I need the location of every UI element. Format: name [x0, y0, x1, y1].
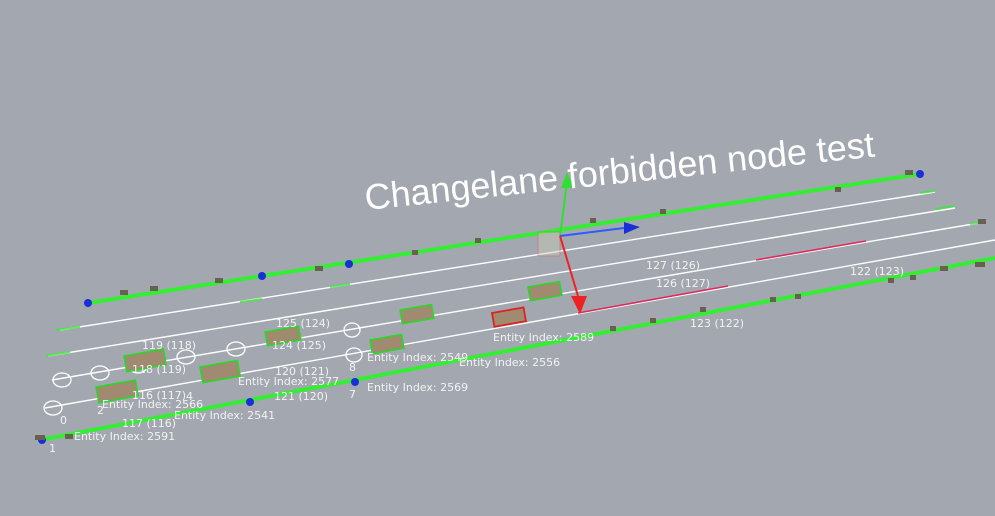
lane-label: 120 (121): [275, 365, 329, 378]
lane-markers: [45, 190, 986, 357]
entity-label: Entity Index: 2549: [367, 351, 468, 364]
entity-label: Entity Index: 2566: [102, 398, 203, 411]
y-axis-arrow-head[interactable]: [561, 172, 574, 188]
entity-label: Entity Index: 2589: [493, 331, 594, 344]
lane-label: 119 (118): [142, 339, 196, 352]
pedestrians: [35, 170, 986, 440]
entity-label: Entity Index: 2569: [367, 381, 468, 394]
lane-label: 122 (123): [850, 265, 904, 278]
lane-white-1: [59, 191, 936, 331]
vehicle-2569[interactable]: [369, 333, 405, 355]
vehicle-2556[interactable]: [490, 306, 527, 328]
node-number: 8: [349, 361, 356, 374]
entity-label: Entity Index: 2541: [174, 409, 275, 422]
lane-label: 124 (125): [272, 339, 326, 352]
lane-green-top: [87, 172, 921, 305]
gizmo-center-box[interactable]: [537, 231, 561, 257]
lane-label: 123 (122): [690, 317, 744, 330]
node-numbers: 8 7 4 2 1 0: [49, 361, 356, 455]
lane-label: 118 (119): [132, 363, 186, 376]
lane-green-bottom: [39, 256, 995, 442]
lane-label: 127 (126): [646, 259, 700, 272]
node-circles: [43, 322, 363, 416]
x-axis-arrow[interactable]: [559, 227, 625, 237]
scene-title: Changelane forbidden node test: [363, 124, 877, 218]
lane-labels: 127 (126) 126 (127) 122 (123) 123 (122) …: [122, 259, 904, 430]
vehicles[interactable]: [95, 280, 563, 404]
entity-label: Entity Index: 2591: [74, 430, 175, 443]
vehicle-2566[interactable]: [123, 348, 168, 373]
lane-white-3: [51, 221, 986, 381]
z-axis-arrow-head[interactable]: [571, 296, 587, 314]
vehicle-2549[interactable]: [399, 303, 435, 325]
lane-white-2: [47, 207, 956, 357]
vehicle-2591[interactable]: [95, 379, 140, 404]
node-number: 4: [186, 390, 193, 403]
lane-label: 125 (124): [276, 317, 330, 330]
z-axis-arrow[interactable]: [559, 235, 579, 297]
y-axis-arrow[interactable]: [559, 181, 568, 237]
node-number: 1: [49, 442, 56, 455]
forbidden-segment-2: [577, 285, 729, 314]
node-number: 7: [349, 388, 356, 401]
forbidden-segment-1: [755, 240, 867, 261]
entity-labels: Entity Index: 2589 Entity Index: 2556 En…: [74, 331, 594, 443]
lane-label: 121 (120): [274, 390, 328, 403]
x-axis-arrow-head[interactable]: [624, 222, 640, 234]
lane-label: 116 (117): [132, 389, 186, 402]
node-number: 0: [60, 414, 67, 427]
entity-label: Entity Index: 2577: [238, 375, 339, 388]
vehicle-2541[interactable]: [199, 359, 242, 384]
vehicle-2577[interactable]: [264, 325, 302, 347]
vehicle-2589[interactable]: [527, 280, 563, 302]
node-number: 2: [97, 404, 104, 417]
lane-label: 117 (116): [122, 417, 176, 430]
transform-gizmo[interactable]: [537, 172, 640, 314]
entity-label: Entity Index: 2556: [459, 356, 560, 369]
lane-label: 126 (127): [656, 277, 710, 290]
